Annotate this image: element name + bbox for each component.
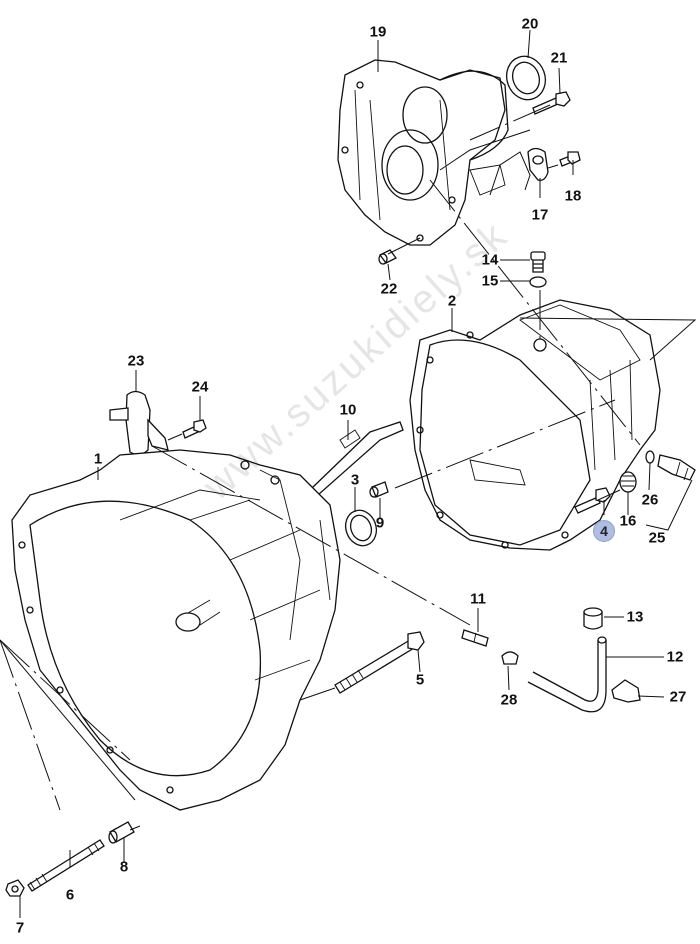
part-22-dowel[interactable]: [378, 249, 397, 265]
callout-7[interactable]: 7: [15, 919, 25, 937]
callout-24[interactable]: 24: [191, 378, 209, 396]
part-27-clamp[interactable]: [611, 679, 641, 703]
part-17-plate[interactable]: [527, 147, 549, 181]
callout-3[interactable]: 3: [350, 471, 360, 489]
callout-1[interactable]: 1: [93, 450, 103, 468]
callout-12[interactable]: 12: [666, 648, 684, 666]
part-18-bolt[interactable]: [559, 151, 581, 167]
part-7-nut[interactable]: [5, 879, 25, 897]
part-28-clip[interactable]: [501, 651, 519, 665]
callout-26[interactable]: 26: [641, 491, 659, 509]
part-13-cap[interactable]: [583, 607, 603, 630]
callout-21[interactable]: 21: [550, 49, 568, 67]
part-9-bushing[interactable]: [369, 481, 389, 498]
callout-5[interactable]: 5: [415, 671, 425, 689]
callout-20[interactable]: 20: [521, 15, 539, 33]
part-6-stud-bolt[interactable]: [27, 839, 105, 892]
callout-28[interactable]: 28: [500, 691, 518, 709]
callout-19[interactable]: 19: [369, 23, 387, 41]
callout-15[interactable]: 15: [481, 272, 499, 290]
part-25-switch[interactable]: [657, 454, 696, 481]
part-4-bolt[interactable]: [574, 487, 611, 514]
callout-2[interactable]: 2: [447, 292, 457, 310]
callout-9[interactable]: 9: [375, 514, 385, 532]
callout-27[interactable]: 27: [669, 688, 687, 706]
callout-10[interactable]: 10: [339, 401, 357, 419]
callout-8[interactable]: 8: [119, 858, 129, 876]
callout-23[interactable]: 23: [127, 352, 145, 370]
part-5-bolt[interactable]: [334, 631, 425, 694]
callout-16[interactable]: 16: [619, 512, 637, 530]
callout-22[interactable]: 22: [380, 280, 398, 298]
callout-4-highlighted[interactable]: 4: [593, 520, 615, 542]
assembly-lines: [0, 104, 697, 831]
part-20-oil-seal[interactable]: [501, 51, 552, 105]
callout-18[interactable]: 18: [564, 187, 582, 205]
part-11-stud[interactable]: [461, 629, 489, 647]
part-24-bolt[interactable]: [182, 419, 207, 439]
callout-6[interactable]: 6: [65, 886, 75, 904]
part-16-plug[interactable]: [619, 471, 637, 493]
part-23-speed-sensor[interactable]: [109, 390, 169, 456]
part-26-gasket[interactable]: [645, 450, 655, 464]
callout-13[interactable]: 13: [626, 608, 644, 626]
callout-11[interactable]: 11: [470, 590, 486, 608]
callout-leaders: [19, 29, 693, 918]
part-12-breather-hose[interactable]: [527, 636, 607, 713]
callout-25[interactable]: 25: [648, 529, 666, 547]
part-1-clutch-housing[interactable]: [11, 449, 341, 811]
part-8-dowel[interactable]: [108, 821, 135, 844]
part-19-extension-case[interactable]: [337, 59, 509, 246]
callout-17[interactable]: 17: [531, 206, 549, 224]
callout-14[interactable]: 14: [481, 251, 499, 269]
part-14-drain-plug[interactable]: [530, 251, 546, 273]
part-15-gasket[interactable]: [529, 276, 547, 288]
